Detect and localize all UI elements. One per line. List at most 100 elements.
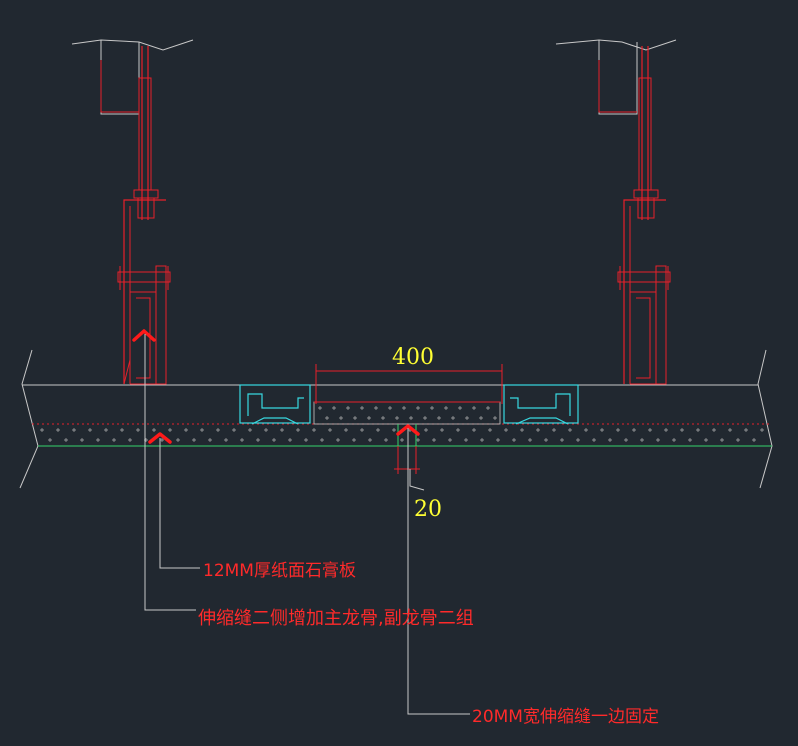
hatch-mark (346, 406, 350, 410)
hatch-mark (296, 428, 300, 432)
hatch-mark (608, 438, 612, 442)
hatch-mark (720, 438, 724, 442)
hatch-mark (600, 428, 604, 432)
hatch-mark (496, 438, 500, 442)
hatch-mark (664, 428, 668, 432)
hatch-mark (272, 438, 276, 442)
hatch-mark (216, 428, 220, 432)
hatch-mark (736, 438, 740, 442)
hatch-mark (318, 406, 322, 410)
gypsum-board (32, 424, 772, 446)
hatch-mark (728, 428, 732, 432)
leader-lines (144, 334, 470, 715)
hatch-mark (592, 438, 596, 442)
left-hanger-assembly (71, 39, 194, 385)
hatch-mark (704, 438, 708, 442)
dimension-20: 20 (394, 446, 442, 522)
hatch-mark (584, 428, 588, 432)
hatch-mark (444, 406, 448, 410)
hatch-mark (312, 428, 316, 432)
left-slab-outline (71, 39, 194, 51)
hatch-mark (360, 406, 364, 410)
hatch-mark (560, 438, 564, 442)
hatch-mark (430, 406, 434, 410)
hatch-mark (80, 438, 84, 442)
gypsum-board-hatch (40, 428, 764, 442)
left-break-line (19, 349, 39, 489)
hatch-mark (264, 428, 268, 432)
hatch-mark (96, 438, 100, 442)
dimension-400-label: 400 (392, 345, 434, 370)
right-embed-bracket (598, 60, 637, 113)
hatch-mark (696, 428, 700, 432)
hatch-mark (437, 416, 441, 420)
hatch-mark (336, 438, 340, 442)
leader-keel (144, 334, 196, 611)
hatch-mark (374, 406, 378, 410)
hatch-mark (402, 406, 406, 410)
hatch-mark (256, 438, 260, 442)
hatch-mark (376, 428, 380, 432)
hatch-mark (192, 438, 196, 442)
hatch-mark (360, 428, 364, 432)
hatch-mark (381, 416, 385, 420)
hatch-mark (320, 438, 324, 442)
hatch-mark (64, 438, 68, 442)
hatch-mark (48, 438, 52, 442)
hatch-mark (528, 438, 532, 442)
left-sub-keel (239, 384, 311, 425)
hatch-mark (325, 416, 329, 420)
left-slab-box (100, 40, 140, 115)
hatch-mark (576, 438, 580, 442)
right-slab-box (598, 40, 638, 115)
hatch-mark (152, 428, 156, 432)
hatch-mark (184, 428, 188, 432)
left-embed-bracket (100, 60, 139, 113)
hatch-mark (640, 438, 644, 442)
expansion-infill-hatch (318, 406, 497, 420)
hatch-mark (544, 438, 548, 442)
hatch-mark (339, 416, 343, 420)
hatch-mark (472, 406, 476, 410)
hatch-mark (520, 428, 524, 432)
hatch-mark (424, 428, 428, 432)
expansion-infill (313, 401, 501, 425)
hatch-mark (104, 428, 108, 432)
hatch-mark (288, 438, 292, 442)
hatch-mark (392, 428, 396, 432)
hatch-mark (248, 428, 252, 432)
hatch-mark (568, 428, 572, 432)
right-sub-keel (503, 384, 579, 425)
hatch-mark (40, 428, 44, 432)
hatch-mark (536, 428, 540, 432)
hatch-mark (488, 428, 492, 432)
hatch-mark (224, 438, 228, 442)
hatch-mark (456, 428, 460, 432)
note-gypsum-board: 12MM厚纸面石膏板 (203, 560, 356, 581)
hatch-mark (388, 406, 392, 410)
hatch-mark (409, 416, 413, 420)
hatch-mark (486, 406, 490, 410)
hatch-mark (656, 438, 660, 442)
hatch-mark (72, 428, 76, 432)
hatch-mark (88, 428, 92, 432)
hatch-mark (712, 428, 716, 432)
hatch-mark (344, 428, 348, 432)
hatch-mark (760, 428, 764, 432)
right-hanger-assembly (555, 39, 677, 385)
hatch-mark (493, 416, 497, 420)
hatch-mark (160, 438, 164, 442)
hatch-mark (752, 438, 756, 442)
hatch-mark (552, 428, 556, 432)
dimension-20-label: 20 (414, 497, 442, 522)
hatch-mark (423, 416, 427, 420)
hatch-mark (464, 438, 468, 442)
hatch-mark (648, 428, 652, 432)
hatch-mark (632, 428, 636, 432)
hatch-mark (353, 416, 357, 420)
marker-board (148, 432, 172, 444)
note-main-keel: 伸缩缝二侧增加主龙骨,副龙骨二组 (198, 608, 474, 629)
hatch-mark (367, 416, 371, 420)
hatch-mark (400, 438, 404, 442)
hatch-mark (200, 428, 204, 432)
